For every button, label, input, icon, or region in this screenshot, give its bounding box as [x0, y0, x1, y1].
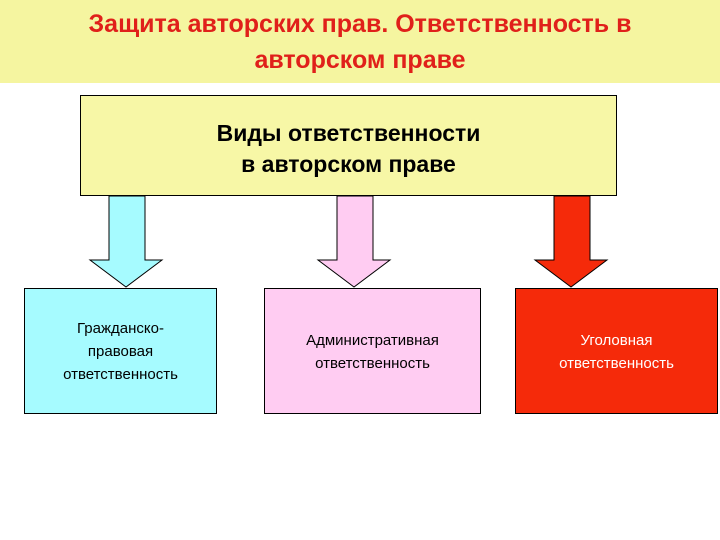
civil-liability-line-3: ответственность	[63, 366, 178, 383]
civil-liability-line-2: правовая	[87, 343, 154, 360]
civil-liability-box: Гражданско- правовая ответственность	[24, 288, 217, 414]
liability-types-line-2: в авторском праве	[241, 151, 456, 177]
liability-types-line-1: Виды ответственности	[216, 120, 481, 146]
slide-title-line-1: Защита авторских прав. Ответственность в	[88, 10, 632, 38]
slide-title: Защита авторских прав. Ответственность в…	[20, 6, 700, 78]
arrow-shape-administrative	[316, 195, 392, 288]
title-band: Защита авторских прав. Ответственность в…	[0, 0, 720, 83]
arrow-shape-civil	[88, 195, 164, 288]
arrow-down-administrative	[316, 195, 392, 288]
arrow-down-civil	[88, 195, 164, 288]
liability-types-box: Виды ответственности в авторском праве	[80, 95, 617, 196]
criminal-liability-box: Уголовная ответственность	[515, 288, 718, 414]
administrative-liability-line-1: Административная	[306, 332, 439, 349]
slide-title-line-2: авторском праве	[254, 46, 466, 74]
arrow-down-criminal	[533, 195, 609, 288]
arrow-shape-criminal	[533, 195, 609, 288]
administrative-liability-box: Административная ответственность	[264, 288, 481, 414]
criminal-liability-line-1: Уголовная	[580, 332, 653, 349]
criminal-liability-line-2: ответственность	[559, 355, 674, 372]
civil-liability-line-1: Гражданско-	[77, 320, 164, 337]
administrative-liability-line-2: ответственность	[315, 355, 430, 372]
